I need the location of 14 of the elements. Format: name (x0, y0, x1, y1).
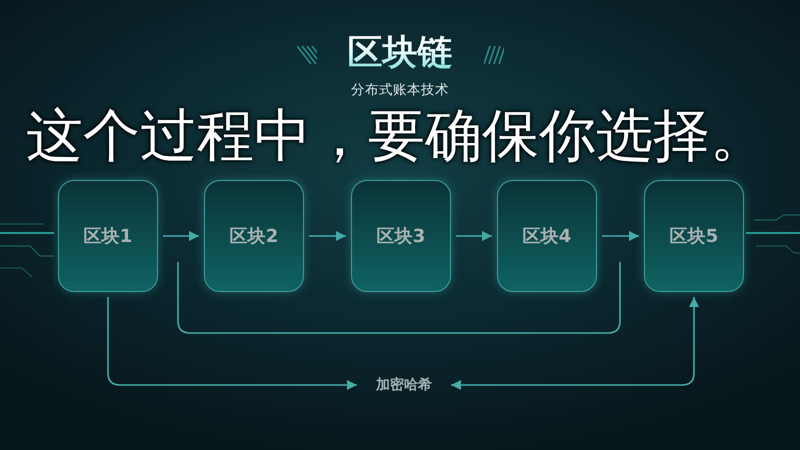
node-label: 加密哈希 (362, 374, 446, 396)
arrow (456, 231, 492, 241)
block-box: 区块2 (204, 180, 304, 292)
arrow (602, 231, 639, 241)
arrow (309, 231, 346, 241)
subtitle: 分布式账本技术 (350, 82, 450, 98)
overlay-caption: 这个过程中，要确保你选择。 (26, 104, 767, 168)
arrow (451, 297, 699, 390)
arrow (163, 231, 199, 241)
arrow (107, 297, 357, 390)
block-box: 区块3 (351, 180, 451, 292)
block-box: 区块4 (497, 180, 597, 292)
block-box: 区块1 (58, 180, 158, 292)
block-box: 区块5 (644, 180, 744, 292)
